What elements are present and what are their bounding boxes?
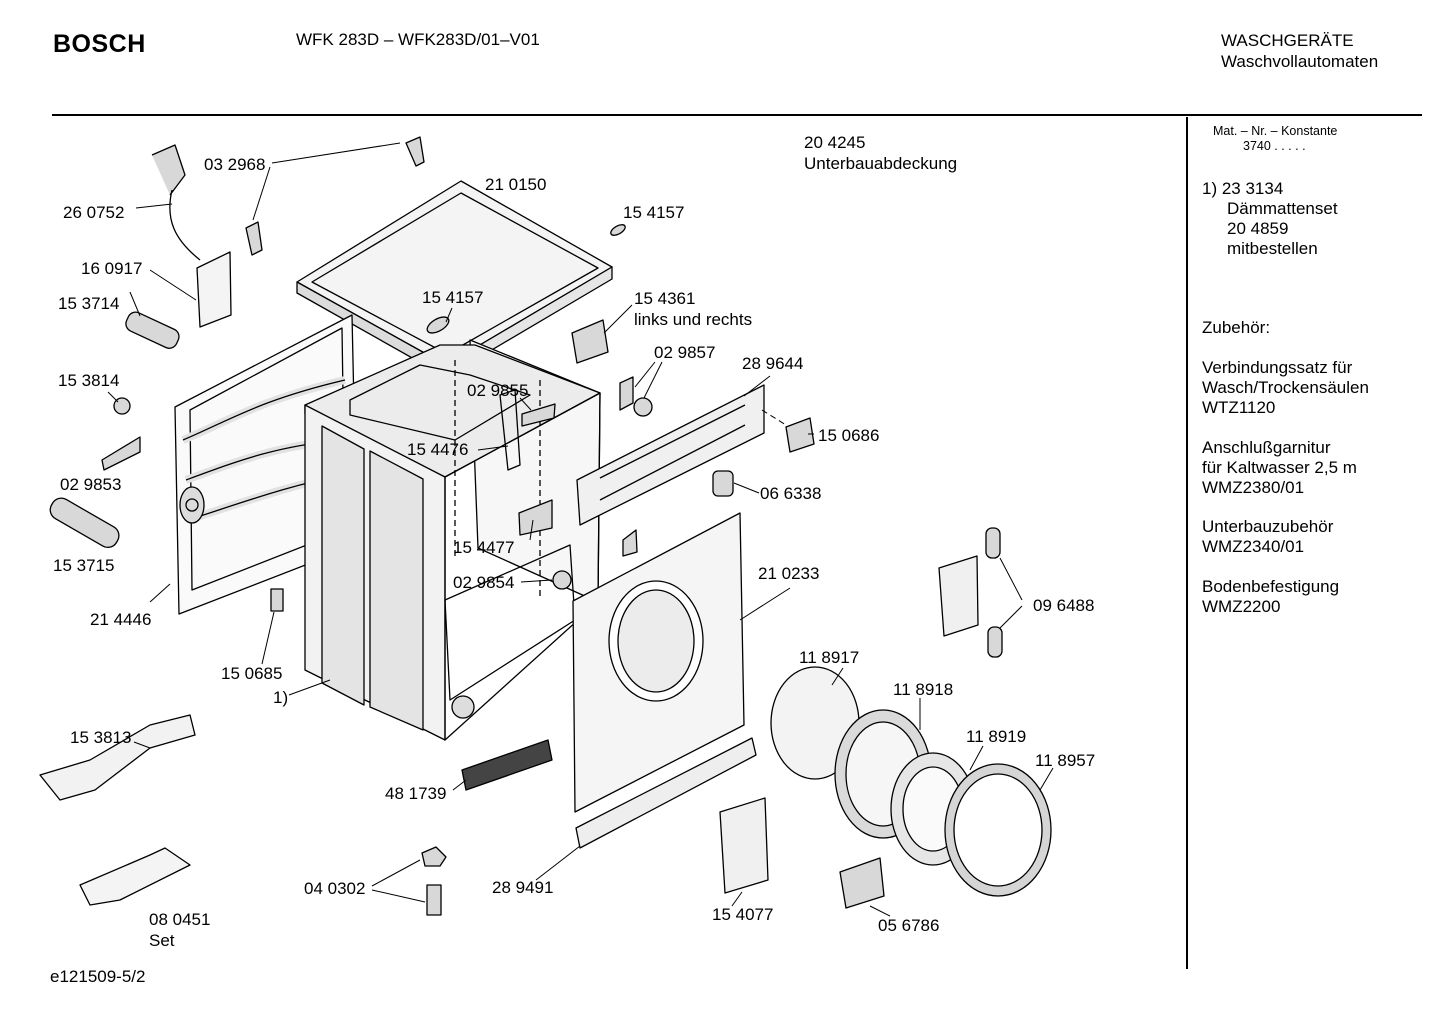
part-label: 15 3715 xyxy=(53,556,114,575)
part-label: 15 0685 xyxy=(221,664,282,683)
accessory-line: Wasch/Trockensäulen xyxy=(1202,378,1369,397)
accessory-line: WMZ2340/01 xyxy=(1202,537,1305,556)
part-label: 02 9855 xyxy=(467,381,528,400)
accessory-line: Unterbauzubehör xyxy=(1202,517,1334,536)
category: WASCHGERÄTE Waschvollautomaten xyxy=(1221,30,1378,72)
category-sub: Waschvollautomaten xyxy=(1221,52,1379,71)
part-label: 15 4077 xyxy=(712,905,773,924)
exploded-parts-diagram: 03 2968 26 0752 16 0917 15 3714 15 3814 … xyxy=(39,133,1095,950)
accessory-item: Anschlußgarnitur für Kaltwasser 2,5 m WM… xyxy=(1202,438,1357,498)
part-label: Unterbauabdeckung xyxy=(804,154,957,173)
footnote-line: Dämmattenset xyxy=(1227,199,1338,218)
part-label: 11 8957 xyxy=(1035,751,1095,770)
footnote: 1) 23 3134 Dämmattenset 20 4859 mitbeste… xyxy=(1202,179,1338,259)
accessory-line: Anschlußgarnitur xyxy=(1202,438,1331,457)
part-label: 1) xyxy=(273,688,288,707)
header-rule xyxy=(52,114,1422,116)
part-label: 11 8918 xyxy=(893,680,953,699)
accessory-line: Bodenbefestigung xyxy=(1202,577,1340,596)
cabinet-drawing xyxy=(304,339,601,741)
front-panel-drawing xyxy=(572,512,745,813)
part-label: 15 3813 xyxy=(70,728,131,747)
accessory-line: WTZ1120 xyxy=(1202,398,1276,417)
part-label: 11 8917 xyxy=(799,648,859,667)
part-label: 06 6338 xyxy=(760,484,821,503)
part-label: 05 6786 xyxy=(878,916,939,935)
part-label: 08 0451 xyxy=(149,910,210,929)
part-label: 09 6488 xyxy=(1033,596,1094,615)
material-title: Mat. – Nr. – Konstante xyxy=(1213,124,1338,138)
part-label: 28 9491 xyxy=(492,878,553,897)
part-label: 48 1739 xyxy=(385,784,446,803)
material-value: 3740 . . . . . xyxy=(1243,139,1306,153)
accessory-line: WMZ2380/01 xyxy=(1202,478,1305,497)
accessory-line: für Kaltwasser 2,5 m xyxy=(1202,458,1357,477)
part-label: 02 9854 xyxy=(453,573,514,592)
part-label: 04 0302 xyxy=(304,879,365,898)
part-label: 21 4446 xyxy=(90,610,151,629)
part-label: 11 8919 xyxy=(966,727,1026,746)
part-label: 02 9857 xyxy=(654,343,715,362)
part-label: 21 0150 xyxy=(485,175,546,194)
control-bracket-drawing xyxy=(576,384,765,526)
part-label: 02 9853 xyxy=(60,475,121,494)
footnote-line: 20 4859 xyxy=(1227,219,1289,238)
small-parts-drawing xyxy=(39,136,1003,916)
accessories-heading: Zubehör: xyxy=(1202,318,1271,337)
part-label: 15 3814 xyxy=(58,371,119,390)
part-label: 15 4157 xyxy=(422,288,483,307)
accessory-item: Bodenbefestigung WMZ2200 xyxy=(1202,577,1339,617)
door-parts-drawing xyxy=(770,666,1052,897)
model-number: WFK 283D – WFK283D/01–V01 xyxy=(296,30,540,49)
part-label: Set xyxy=(149,931,175,950)
material-number: Mat. – Nr. – Konstante 3740 . . . . . xyxy=(1213,124,1337,154)
part-label: 15 0686 xyxy=(818,426,879,445)
detergent-drawer-drawing xyxy=(461,739,553,791)
part-label: 15 4361 xyxy=(634,289,695,308)
accessory-item: Verbindungssatz für Wasch/Trockensäulen … xyxy=(1202,358,1369,418)
leader-lines xyxy=(107,142,1054,917)
drawing-code: e121509-5/2 xyxy=(50,967,146,986)
footnote-line: mitbestellen xyxy=(1227,239,1318,258)
part-label: 16 0917 xyxy=(81,259,142,278)
accessory-line: Verbindungssatz für xyxy=(1202,358,1353,377)
brand-logo: BOSCH xyxy=(53,30,146,58)
part-label: 26 0752 xyxy=(63,203,124,222)
part-label: 15 3714 xyxy=(58,294,119,313)
part-label: 15 4157 xyxy=(623,203,684,222)
footnote-line: 1) 23 3134 xyxy=(1202,179,1284,198)
accessory-item: Unterbauzubehör WMZ2340/01 xyxy=(1202,517,1333,557)
part-label: links und rechts xyxy=(634,310,752,329)
part-label: 28 9644 xyxy=(742,354,803,373)
accessory-line: WMZ2200 xyxy=(1202,597,1281,616)
category-main: WASCHGERÄTE xyxy=(1221,31,1354,50)
part-label: 15 4477 xyxy=(453,538,514,557)
part-label: 15 4476 xyxy=(407,440,468,459)
part-label: 21 0233 xyxy=(758,564,819,583)
part-label: 03 2968 xyxy=(204,155,265,174)
sidebar-rule xyxy=(1186,117,1188,969)
part-label: 20 4245 xyxy=(804,133,865,152)
plinth-drawing xyxy=(575,737,757,849)
